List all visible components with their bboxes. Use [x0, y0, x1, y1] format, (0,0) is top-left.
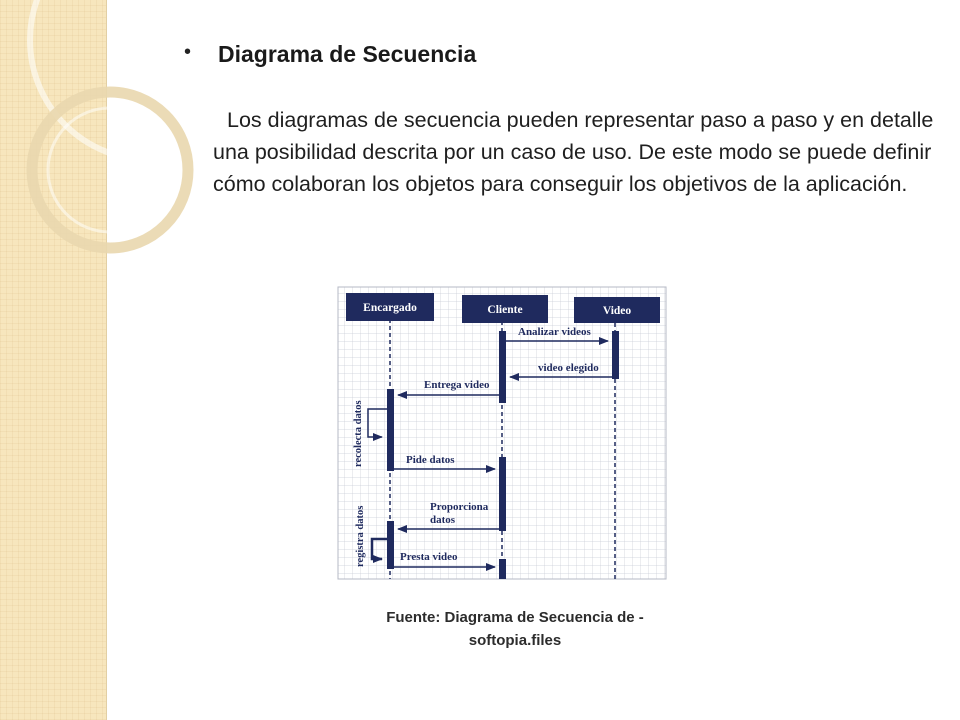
slide-paragraph: Los diagramas de secuencia pueden repres…	[213, 108, 934, 196]
bullet-marker: •	[184, 41, 192, 63]
actor-cliente: Cliente	[462, 295, 548, 323]
message-label-entrega: Entrega video	[424, 379, 490, 391]
caption-line-1: Fuente: Diagrama de Secuencia de -	[386, 609, 644, 626]
side-label-registra: registra datos	[355, 506, 366, 567]
decorative-rings	[26, 0, 200, 254]
activation-cliente-2	[499, 457, 506, 531]
message-label-proporciona-1: Proporciona	[430, 501, 489, 513]
sequence-diagram: Encargado Cliente Video Analizar videos …	[336, 285, 668, 581]
caption-line-2: softopia.files	[468, 632, 562, 649]
self-call-recolecta	[367, 408, 387, 441]
self-call-registra	[370, 537, 387, 563]
slide-heading: Diagrama de Secuencia	[218, 41, 477, 67]
activation-cliente-3	[499, 559, 506, 579]
actor-video: Video	[574, 297, 660, 323]
activation-encargado-2	[387, 521, 394, 569]
actor-video-label: Video	[603, 305, 632, 317]
actor-encargado: Encargado	[346, 293, 434, 321]
activation-cliente-1	[499, 331, 506, 403]
message-label-elegido: video elegido	[538, 362, 599, 374]
figure-caption: Fuente: Diagrama de Secuencia de - softo…	[360, 606, 670, 652]
actor-encargado-label: Encargado	[363, 302, 417, 314]
side-label-recolecta: recolecta datos	[353, 400, 364, 467]
message-label-pide: Pide datos	[406, 454, 455, 466]
actor-cliente-label: Cliente	[487, 304, 522, 316]
message-label-presta: Presta video	[400, 551, 458, 563]
message-label-analizar: Analizar videos	[518, 326, 592, 338]
message-label-proporciona-2: datos	[430, 514, 456, 526]
activation-video	[612, 331, 619, 379]
activation-encargado-1	[387, 389, 394, 471]
